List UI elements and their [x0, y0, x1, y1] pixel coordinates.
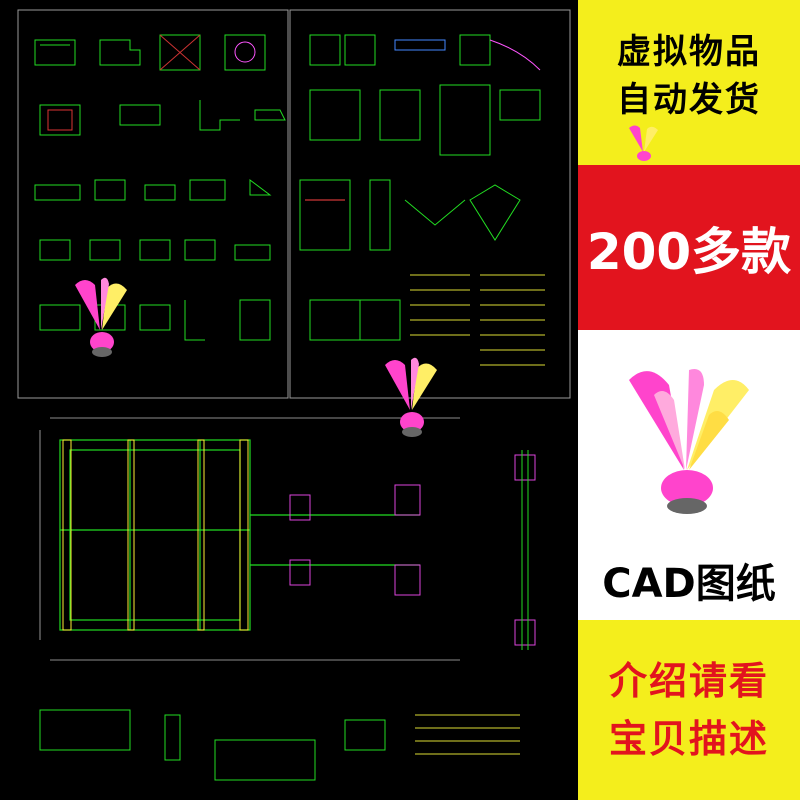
- floor-plan-beams: [62, 439, 249, 631]
- see-intro-label: 介绍请看: [608, 659, 769, 703]
- shuttlecock-icon: [629, 125, 658, 161]
- notes-text-block: [410, 274, 545, 366]
- detail-group-4: [299, 34, 541, 341]
- cad-drawing-preview: [0, 0, 578, 800]
- virtual-goods-label: 虚拟物品: [617, 32, 761, 72]
- sheet-frame-2: [289, 9, 571, 399]
- description-panel: 介绍请看 宝贝描述: [578, 620, 800, 800]
- shuttlecock-panel: [578, 330, 800, 540]
- detail-group-2: [39, 100, 286, 136]
- dimension-lines: [39, 417, 460, 661]
- auto-delivery-label: 自动发货: [617, 80, 761, 120]
- bottom-details: [39, 709, 386, 781]
- cad-drawing-svg: [17, 9, 571, 781]
- shuttlecock-icon: [75, 277, 127, 357]
- sheet-frame-1: [17, 9, 289, 399]
- shuttlecock-icon: [385, 357, 437, 437]
- count-banner: 200多款: [578, 165, 800, 330]
- shuttlecock-icon: [629, 369, 749, 514]
- bottom-notes: [415, 714, 520, 755]
- section-detail: [521, 450, 529, 650]
- virtual-goods-panel: 虚拟物品 自动发货: [578, 0, 800, 165]
- detail-group-3: [34, 179, 272, 341]
- item-description-label: 宝贝描述: [608, 717, 769, 761]
- promo-sidebar: 虚拟物品 自动发货 200多款 CAD图纸 介绍请看 宝贝描述: [578, 0, 800, 800]
- column-markers: [289, 454, 536, 646]
- floor-plan: [59, 439, 420, 631]
- detail-group-1: [34, 34, 266, 71]
- cad-drawings-label: CAD图纸: [578, 540, 800, 620]
